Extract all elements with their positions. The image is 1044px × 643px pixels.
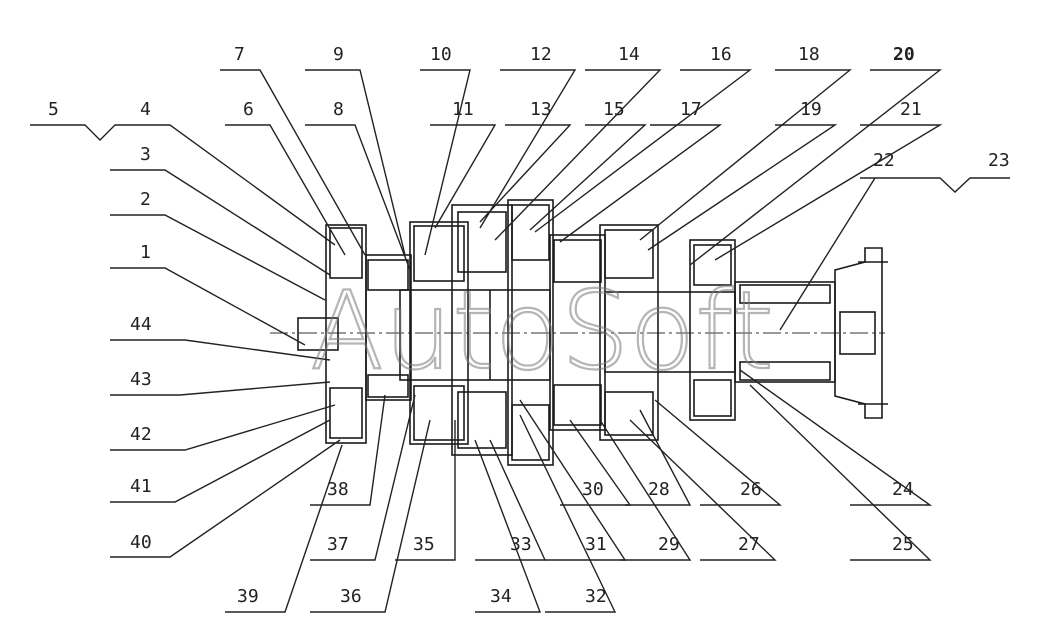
callout-12: 12 [530,44,552,65]
large-gear [507,199,554,466]
callout-9: 9 [333,44,344,65]
callout-11: 11 [452,99,474,120]
callout-37: 37 [327,534,349,555]
callout-25: 25 [892,534,914,555]
first-gear-lower-teeth [413,385,465,441]
callout-40: 40 [130,532,152,553]
first-gear-upper-teeth [413,225,465,282]
callout-22: 22 [873,150,895,171]
callout-2: 2 [140,189,151,210]
flange-bore [839,311,876,355]
callout-15: 15 [603,99,625,120]
second-gear-upper [553,239,602,283]
callout-36: 36 [340,586,362,607]
callout-31: 31 [585,534,607,555]
watermark: AutoSoft [310,269,774,394]
callout-8: 8 [333,99,344,120]
callout-29: 29 [658,534,680,555]
callout-17: 17 [680,99,702,120]
left-cover-lower-section [329,387,363,439]
callout-23: 23 [988,150,1010,171]
left-bearing-lower [367,374,409,398]
callout-19: 19 [800,99,822,120]
right-synchronizer-lower [604,391,654,436]
input-shaft-end [297,317,339,351]
callout-30: 30 [582,479,604,500]
callout-1: 1 [140,242,151,263]
callout-33: 33 [510,534,532,555]
callout-14: 14 [618,44,640,65]
output-flange [834,247,883,419]
right-bearing-upper [693,244,732,286]
callout-24: 24 [892,479,914,500]
callout-26: 26 [740,479,762,500]
callout-16: 16 [710,44,732,65]
callout-7: 7 [234,44,245,65]
second-gear-lower [553,384,602,426]
callout-6: 6 [243,99,254,120]
callout-41: 41 [130,476,152,497]
callout-13: 13 [530,99,552,120]
callout-34: 34 [490,586,512,607]
callout-44: 44 [130,314,152,335]
right-bearing-lower [693,379,732,417]
synchronizer-lower [457,391,507,449]
callout-35: 35 [413,534,435,555]
callout-42: 42 [130,424,152,445]
callout-28: 28 [648,479,670,500]
large-gear-lower [511,404,550,461]
right-synchronizer [599,224,659,441]
shaft-assembly [270,199,888,466]
callout-5: 5 [48,99,59,120]
callout-27: 27 [738,534,760,555]
leader-lines [30,69,1010,613]
left-bearing-upper [367,259,409,291]
callout-43: 43 [130,369,152,390]
callout-labels: 7 9 10 12 14 16 18 20 5 4 6 8 11 13 15 1… [48,44,1010,607]
callout-32: 32 [585,586,607,607]
callout-4: 4 [140,99,151,120]
callout-18: 18 [798,44,820,65]
callout-39: 39 [237,586,259,607]
left-bearing-housing [365,254,412,401]
callout-3: 3 [140,144,151,165]
synchronizer-hub [451,204,513,456]
synchronizer-upper [457,211,507,273]
callout-10: 10 [430,44,452,65]
callout-38: 38 [327,479,349,500]
callout-21: 21 [900,99,922,120]
left-cover-upper-section [329,227,363,279]
callout-20: 20 [893,44,915,65]
right-synchronizer-upper [604,229,654,279]
large-gear-upper [511,204,550,261]
